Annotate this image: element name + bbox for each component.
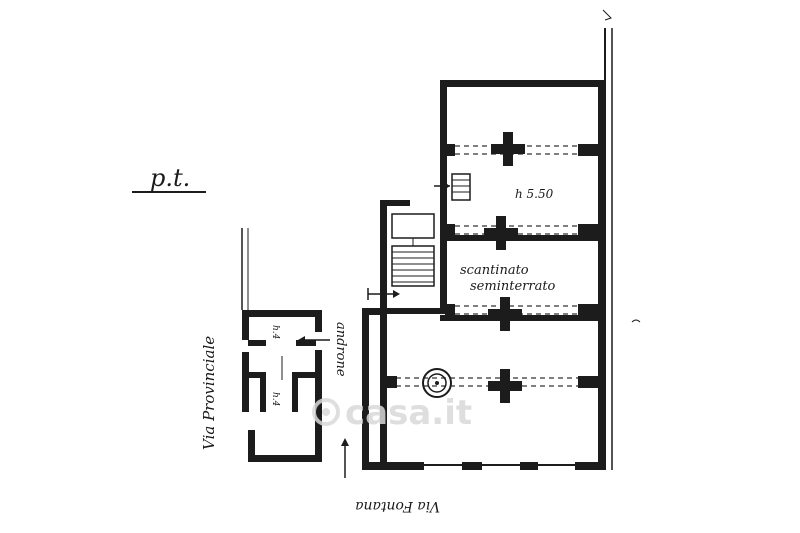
side-entrance-arrow-icon (298, 336, 330, 344)
basement-label-2: seminterrato (470, 279, 556, 294)
well-icon (422, 368, 452, 398)
main-building (362, 80, 605, 470)
small-stair (434, 173, 471, 201)
height-label: h 5.50 (515, 187, 554, 201)
side-building (241, 228, 322, 462)
basement-label-1: scantinato (460, 263, 529, 278)
small-height-label-1: h.4 (270, 325, 280, 340)
pillars (387, 132, 598, 403)
watermark-text: casa.it (345, 393, 472, 433)
street-label-fontana: Via Fontana (355, 498, 440, 514)
entrance-arrow-icon (367, 288, 400, 300)
small-height-label-2: h.4 (270, 392, 280, 407)
watermark: casa.it (312, 393, 472, 433)
margin-mark (631, 319, 641, 323)
floor-tag: p.t. (150, 164, 190, 192)
street-label-provinciale: Via Provinciale (200, 336, 218, 450)
staircase (391, 213, 435, 287)
street-arrow-icon (341, 438, 349, 478)
passage-label: androne (333, 322, 348, 377)
beams (387, 145, 598, 387)
